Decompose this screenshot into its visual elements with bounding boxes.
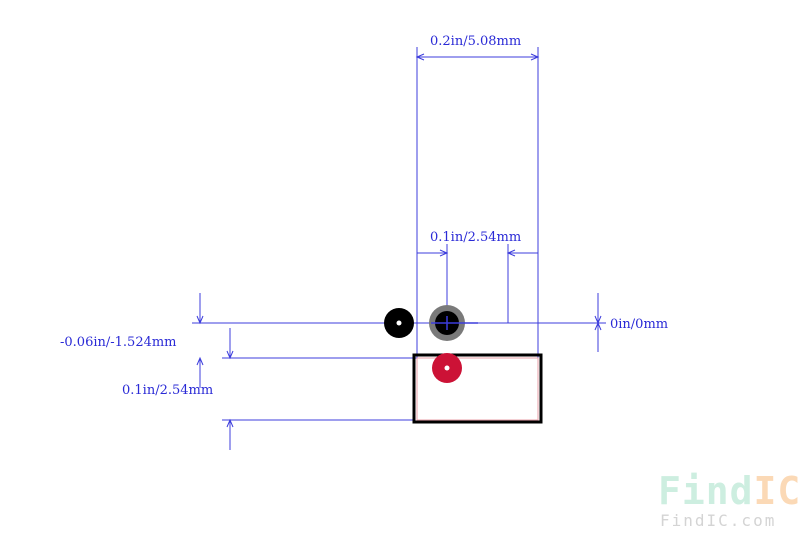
dimension-arrowheads	[196, 53, 602, 428]
arrow-pitch-left	[439, 249, 449, 257]
watermark-logo-find: Find	[658, 469, 754, 513]
findic-watermark: FindIC FindIC.com	[658, 469, 800, 530]
watermark-url: FindIC.com	[660, 511, 776, 530]
width-label: 0.2in/5.08mm	[430, 34, 521, 49]
zero-label: 0in/0mm	[610, 317, 668, 332]
offset-label: -0.06in/-1.524mm	[60, 335, 177, 350]
pad-origin	[429, 305, 478, 341]
watermark-logo: FindIC	[658, 469, 800, 513]
dimension-lines	[192, 47, 606, 450]
body-courtyard	[416, 357, 539, 421]
arrow-width-left	[415, 53, 425, 61]
arrow-offset-upper	[196, 315, 204, 325]
arrow-height-lower	[226, 418, 234, 428]
body-outline	[412, 353, 543, 424]
arrow-offset-lower	[226, 350, 234, 360]
pitch-label: 0.1in/2.54mm	[430, 230, 521, 245]
height-label: 0.1in/2.54mm	[122, 383, 213, 398]
arrow-pitch-right	[506, 249, 516, 257]
arrow-width-right	[530, 53, 540, 61]
pad-left	[384, 308, 414, 338]
arrow-zero-bottom	[594, 321, 602, 331]
pad-red	[432, 353, 462, 383]
arrow-height-upper	[196, 356, 204, 366]
watermark-logo-ic: IC	[754, 469, 800, 513]
